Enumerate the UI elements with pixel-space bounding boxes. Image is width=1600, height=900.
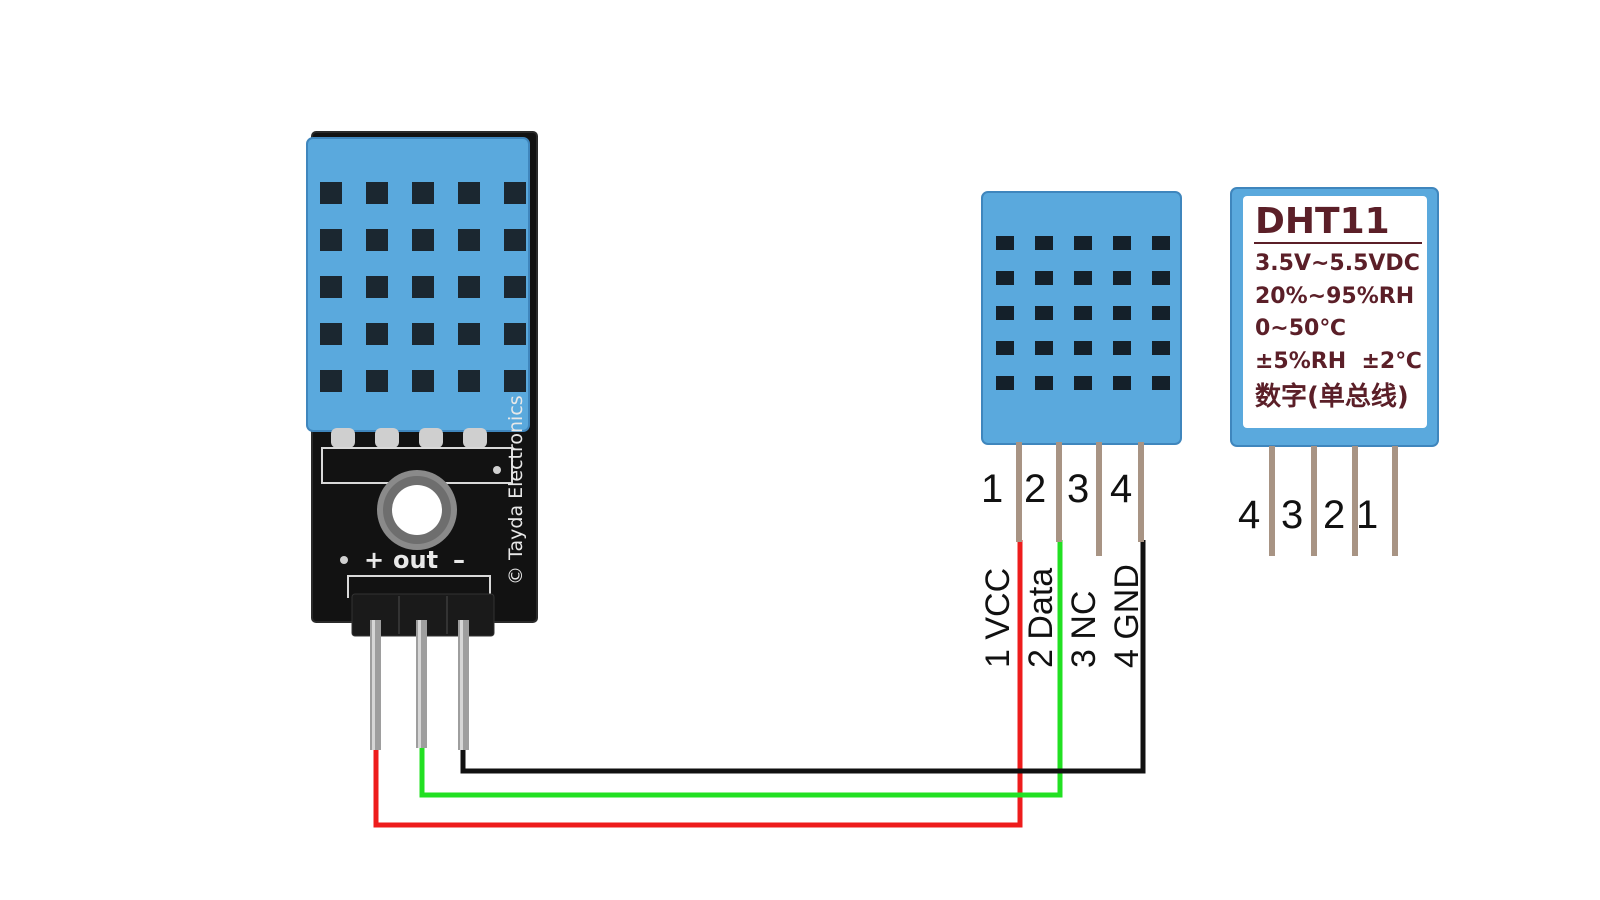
front-pin-number: 1 — [981, 467, 1003, 511]
vent-slot — [1035, 341, 1053, 355]
vent-slot — [320, 323, 342, 345]
vent-slot — [1152, 341, 1170, 355]
vent-slot — [320, 276, 342, 298]
vent-slot — [412, 276, 434, 298]
vent-slot — [996, 341, 1014, 355]
module-pin-out — [416, 620, 427, 748]
vent-slot — [996, 271, 1014, 285]
sensor-back-sticker — [1243, 196, 1427, 428]
vent-slot — [1113, 376, 1131, 390]
vent-slot — [412, 323, 434, 345]
sensor-back-pin-numbers: 4 3 2 1 — [1238, 493, 1378, 537]
dht11-module: + out – © Tayda Electronics — [306, 131, 538, 750]
vent-slot — [320, 182, 342, 204]
vent-slot — [412, 182, 434, 204]
vent-slot — [504, 229, 526, 251]
back-pin-number: 4 — [1238, 493, 1260, 537]
vent-slot — [1113, 271, 1131, 285]
sticker-spec-accuracy: ±5%RH ±2℃ — [1255, 349, 1422, 374]
vent-slot — [1035, 236, 1053, 250]
vent-slot — [1152, 306, 1170, 320]
pin-label-nc: 3 NC — [1065, 591, 1103, 668]
pin-label-data: 2 Data — [1022, 568, 1060, 668]
vent-slot — [1074, 306, 1092, 320]
module-sensor-housing — [306, 137, 530, 432]
vent-slot — [1113, 236, 1131, 250]
vent-slot — [366, 182, 388, 204]
vent-slot — [1035, 306, 1053, 320]
vent-slot — [458, 182, 480, 204]
vent-slot — [366, 323, 388, 345]
sticker-title: DHT11 — [1255, 201, 1390, 242]
vent-slot — [504, 182, 526, 204]
front-pin-number: 3 — [1067, 467, 1089, 511]
sensor-front-pins — [1016, 442, 1144, 556]
vent-slot — [458, 370, 480, 392]
gnd-wire — [460, 540, 1146, 774]
dht11-sensor-front: 1 2 3 4 1 VCC 2 Data 3 NC 4 GND — [979, 191, 1182, 668]
back-pin-number: 2 — [1323, 493, 1345, 537]
vent-slot — [366, 229, 388, 251]
module-pin-vcc — [370, 620, 381, 750]
front-pin-number: 4 — [1110, 467, 1132, 511]
module-pin-gnd — [458, 620, 469, 750]
dht11-sensor-back: DHT11 3.5V~5.5VDC 20%~95%RH 0~50℃ ±5%RH … — [1230, 187, 1439, 556]
vent-slot — [320, 229, 342, 251]
sticker-spec-humidity: 20%~95%RH — [1255, 284, 1414, 309]
vent-slot — [1113, 306, 1131, 320]
vent-slot — [1074, 341, 1092, 355]
vent-slot — [996, 376, 1014, 390]
front-pin-number: 2 — [1024, 467, 1046, 511]
vent-slot — [458, 323, 480, 345]
data-wire — [419, 540, 1063, 798]
vent-slot — [504, 276, 526, 298]
module-vent-grid — [320, 182, 526, 392]
wires — [373, 540, 1146, 828]
sticker-spec-temperature: 0~50℃ — [1255, 316, 1346, 341]
vent-slot — [458, 229, 480, 251]
vent-slot — [366, 276, 388, 298]
vent-slot — [504, 323, 526, 345]
mounting-hole — [377, 470, 457, 550]
vent-slot — [412, 229, 434, 251]
vent-slot — [366, 370, 388, 392]
module-minus-label: – — [453, 546, 465, 574]
module-sensor-legs — [331, 428, 487, 448]
vent-slot — [1035, 376, 1053, 390]
vcc-wire — [373, 540, 1023, 828]
sensor-front-vent-grid — [996, 236, 1170, 390]
vent-slot — [1074, 271, 1092, 285]
vent-slot — [1152, 236, 1170, 250]
sensor-front-pin-numbers: 1 2 3 4 — [981, 467, 1132, 511]
vent-slot — [1035, 271, 1053, 285]
vent-slot — [412, 370, 434, 392]
vent-slot — [504, 370, 526, 392]
vent-slot — [320, 370, 342, 392]
module-out-label: out — [393, 546, 438, 574]
sensor-back-pins — [1269, 446, 1398, 556]
vent-slot — [1074, 376, 1092, 390]
sticker-spec-interface: 数字(单总线) — [1255, 381, 1409, 412]
sensor-front-pin-labels: 1 VCC 2 Data 3 NC 4 GND — [979, 564, 1146, 668]
back-pin-number: 1 — [1356, 493, 1378, 537]
module-header-pins — [370, 620, 469, 750]
vent-slot — [1152, 376, 1170, 390]
pin-label-vcc: 1 VCC — [979, 568, 1017, 668]
vent-slot — [458, 276, 480, 298]
vent-slot — [996, 236, 1014, 250]
back-pin-number: 3 — [1281, 493, 1303, 537]
module-brand-label: © Tayda Electronics — [505, 395, 527, 585]
vent-slot — [996, 306, 1014, 320]
sticker-spec-voltage: 3.5V~5.5VDC — [1255, 251, 1420, 276]
pin-label-gnd: 4 GND — [1108, 564, 1146, 668]
module-plus-label: + — [364, 546, 384, 574]
vent-slot — [1152, 271, 1170, 285]
vent-slot — [1113, 341, 1131, 355]
vent-slot — [1074, 236, 1092, 250]
